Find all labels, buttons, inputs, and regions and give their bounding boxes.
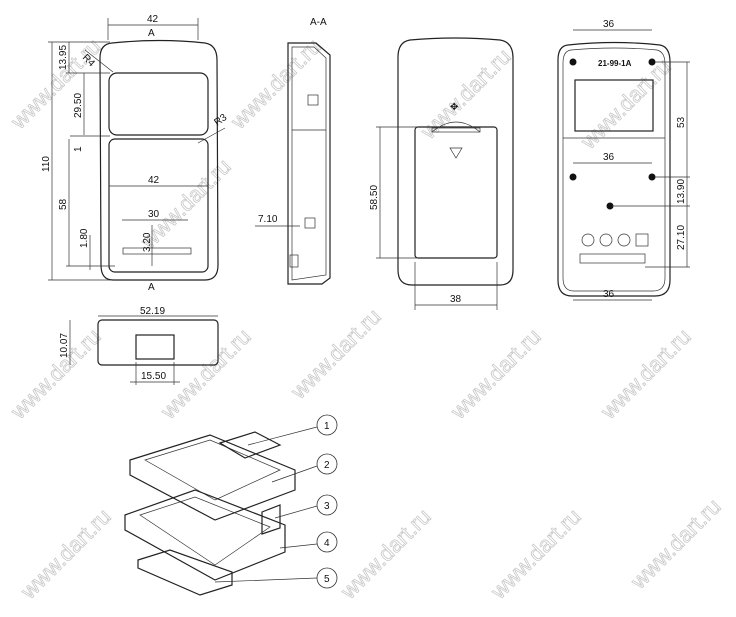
dim-lower-window: 58	[58, 198, 69, 210]
dim-top-spacing: 36	[603, 19, 615, 30]
dim-slot-depth: 3.20	[142, 232, 153, 252]
watermark: www.dart.ru	[5, 34, 106, 135]
balloon-5: 5	[316, 567, 338, 589]
dim-height-53: 53	[676, 116, 687, 128]
watermark: www.dart.ru	[445, 324, 546, 425]
dim-mid-spacing: 36	[603, 152, 615, 163]
watermark: www.dart.ru	[595, 324, 696, 425]
dim-gap: 1	[73, 146, 84, 152]
move-arrows-icon: ✥	[450, 102, 458, 113]
dim-slot-width: 30	[148, 209, 160, 220]
dim-depth: 7.10	[258, 214, 278, 225]
watermark: www.dart.ru	[225, 34, 326, 135]
side-view: 52.19 10.07 15.50	[59, 306, 219, 385]
dim-inner-width: 42	[148, 175, 160, 186]
dim-cover-height: 58.50	[369, 185, 380, 210]
balloon-label: 4	[324, 538, 330, 549]
dim-width-top: 42	[147, 14, 159, 25]
section-label: A-A	[310, 17, 327, 28]
dim-upper-window: 29.50	[73, 93, 84, 118]
dim-height: 10.07	[59, 333, 70, 358]
balloon-2: 2	[316, 453, 338, 475]
back-view: ✥ 58.50 38	[369, 37, 514, 310]
balloon-label: 3	[324, 501, 330, 512]
watermark: www.dart.ru	[415, 44, 516, 145]
balloon-label: 1	[324, 421, 330, 432]
balloon-label: 2	[324, 460, 330, 471]
section-marker-top: A	[148, 28, 155, 39]
dim-height-27-10: 27.10	[676, 225, 687, 250]
watermark: www.dart.ru	[575, 54, 676, 155]
dim-clip-width: 15.50	[141, 371, 166, 382]
dim-length: 52.19	[140, 306, 165, 317]
exploded-view: 1 2 3 4 5	[124, 414, 338, 596]
watermark: www.dart.ru	[485, 504, 586, 605]
watermarks: www.dart.ru www.dart.ru www.dart.ru www.…	[5, 33, 726, 605]
balloon-4: 4	[316, 531, 338, 553]
dim-bottom-gap: 1.80	[79, 228, 90, 248]
dim-top-margin: 13.95	[58, 45, 69, 70]
dim-bottom-spacing: 36	[603, 289, 615, 300]
inner-view: 21-99-1A 36 36 36 53 13.90 27.10	[557, 19, 690, 301]
dim-height-total: 110	[41, 156, 52, 172]
watermark: www.dart.ru	[5, 324, 106, 425]
section-marker-bottom: A	[148, 282, 155, 293]
balloon-label: 5	[324, 574, 330, 585]
watermark: www.dart.ru	[155, 324, 256, 425]
balloon-3: 3	[316, 494, 338, 516]
front-view: 42 A A 110 13.95 R4 29.50 1 R3 58 42 30 …	[41, 14, 230, 293]
watermark: www.dart.ru	[285, 304, 386, 405]
balloon-1: 1	[316, 414, 338, 436]
watermark: www.dart.ru	[335, 504, 436, 605]
section-view: A-A 7.10	[255, 17, 331, 285]
watermark: www.dart.ru	[15, 504, 116, 605]
watermark: www.dart.ru	[625, 494, 726, 595]
dim-height-13-90: 13.90	[676, 179, 687, 204]
part-number: 21-99-1A	[598, 59, 632, 68]
dim-cover-width: 38	[450, 294, 462, 305]
